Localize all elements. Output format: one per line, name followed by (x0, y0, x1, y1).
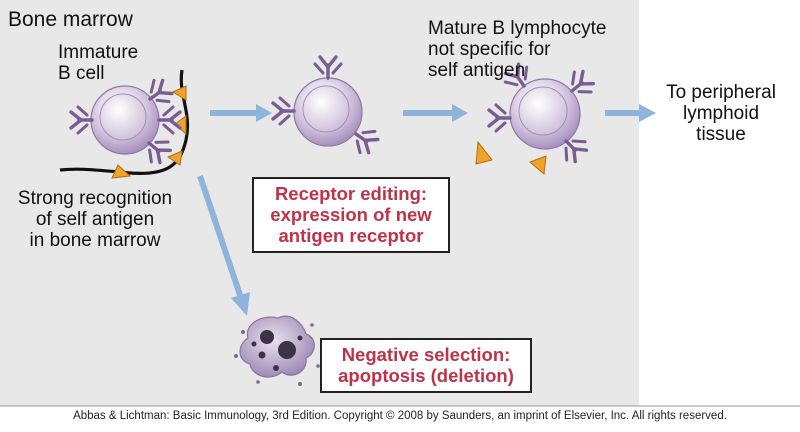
destination-line1: To peripheral (666, 82, 776, 103)
copyright-credit: Abbas & Lichtman: Basic Immunology, 3rd … (73, 410, 727, 422)
negative-selection-line1: Negative selection: (341, 344, 511, 365)
mature-cell-label-line1: Mature B lymphocyte (428, 18, 607, 39)
receptor-editing-line3: antigen receptor (278, 225, 424, 246)
arrow-to-negative-selection (197, 175, 250, 316)
negative-selection-line2: apoptosis (deletion) (338, 365, 514, 386)
receptor-editing-box: Receptor editing: expression of new anti… (252, 177, 450, 253)
receptor-editing-b-cell (271, 55, 383, 159)
receptor-editing-line1: Receptor editing: (274, 183, 428, 204)
recognition-line1: Strong recognition (17, 188, 173, 209)
stromal-boundary (59, 69, 190, 175)
mature-b-lymphocyte (487, 59, 599, 167)
negative-selection-box: Negative selection: apoptosis (deletion) (320, 338, 532, 393)
bone-marrow-label: Bone marrow (8, 8, 133, 31)
destination-line3: tissue (696, 124, 746, 145)
destination-line2: lymphoid (682, 103, 760, 124)
mature-cell-label-line2: not specific for (428, 39, 551, 60)
self-antigen (171, 85, 187, 101)
recognition-line3: in bone marrow (29, 230, 161, 251)
receptor-editing-line2: expression of new (270, 204, 432, 225)
immature-cell-label-line2: B cell (58, 63, 105, 84)
self-antigen (111, 164, 132, 179)
immature-cell-label-line1: Immature (58, 42, 139, 63)
self-antigen (166, 150, 183, 166)
mature-cell-label-line3: self antigen (428, 60, 526, 81)
apoptotic-cell (234, 315, 320, 386)
immature-b-cell (69, 74, 182, 169)
arrow-to-mature-cell (403, 104, 468, 122)
self-antigen (529, 155, 547, 175)
self-antigen (475, 140, 493, 165)
arrow-to-receptor-editing (210, 104, 272, 122)
recognition-line2: of self antigen (35, 209, 155, 230)
arrow-to-peripheral-tissue (605, 104, 656, 122)
